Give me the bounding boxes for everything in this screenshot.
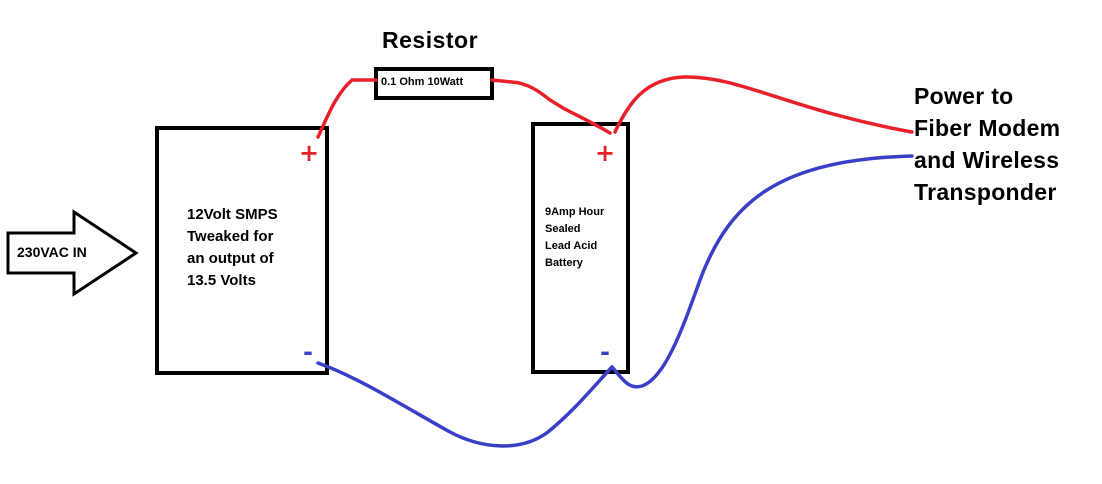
battery-negative-terminal: - bbox=[600, 338, 610, 366]
battery-positive-terminal: + bbox=[595, 139, 616, 167]
battery-box bbox=[531, 122, 630, 374]
input-label: 230VAC IN bbox=[17, 244, 87, 260]
smps-positive-terminal: + bbox=[299, 139, 320, 167]
positive-wire-resistor-to-battery bbox=[490, 78, 612, 135]
resistor-box bbox=[374, 67, 494, 100]
smps-label: 12Volt SMPS Tweaked for an output of 13.… bbox=[187, 206, 278, 289]
negative-wire-smps-to-battery bbox=[316, 361, 614, 448]
negative-wire-battery-to-output bbox=[610, 154, 914, 389]
resistor-rating: 0.1 Ohm 10Watt bbox=[381, 76, 464, 88]
positive-wire-smps-to-resistor bbox=[316, 78, 378, 139]
smps-negative-terminal: - bbox=[303, 338, 313, 366]
input-arrow bbox=[6, 209, 139, 297]
positive-wire-battery-to-output bbox=[613, 75, 914, 134]
output-label: Power to Fiber Modem and Wireless Transp… bbox=[914, 83, 1061, 205]
battery-label: 9Amp Hour Sealed Lead Acid Battery bbox=[545, 206, 605, 269]
smps-box bbox=[155, 126, 329, 375]
resistor-title: Resistor bbox=[382, 27, 479, 53]
